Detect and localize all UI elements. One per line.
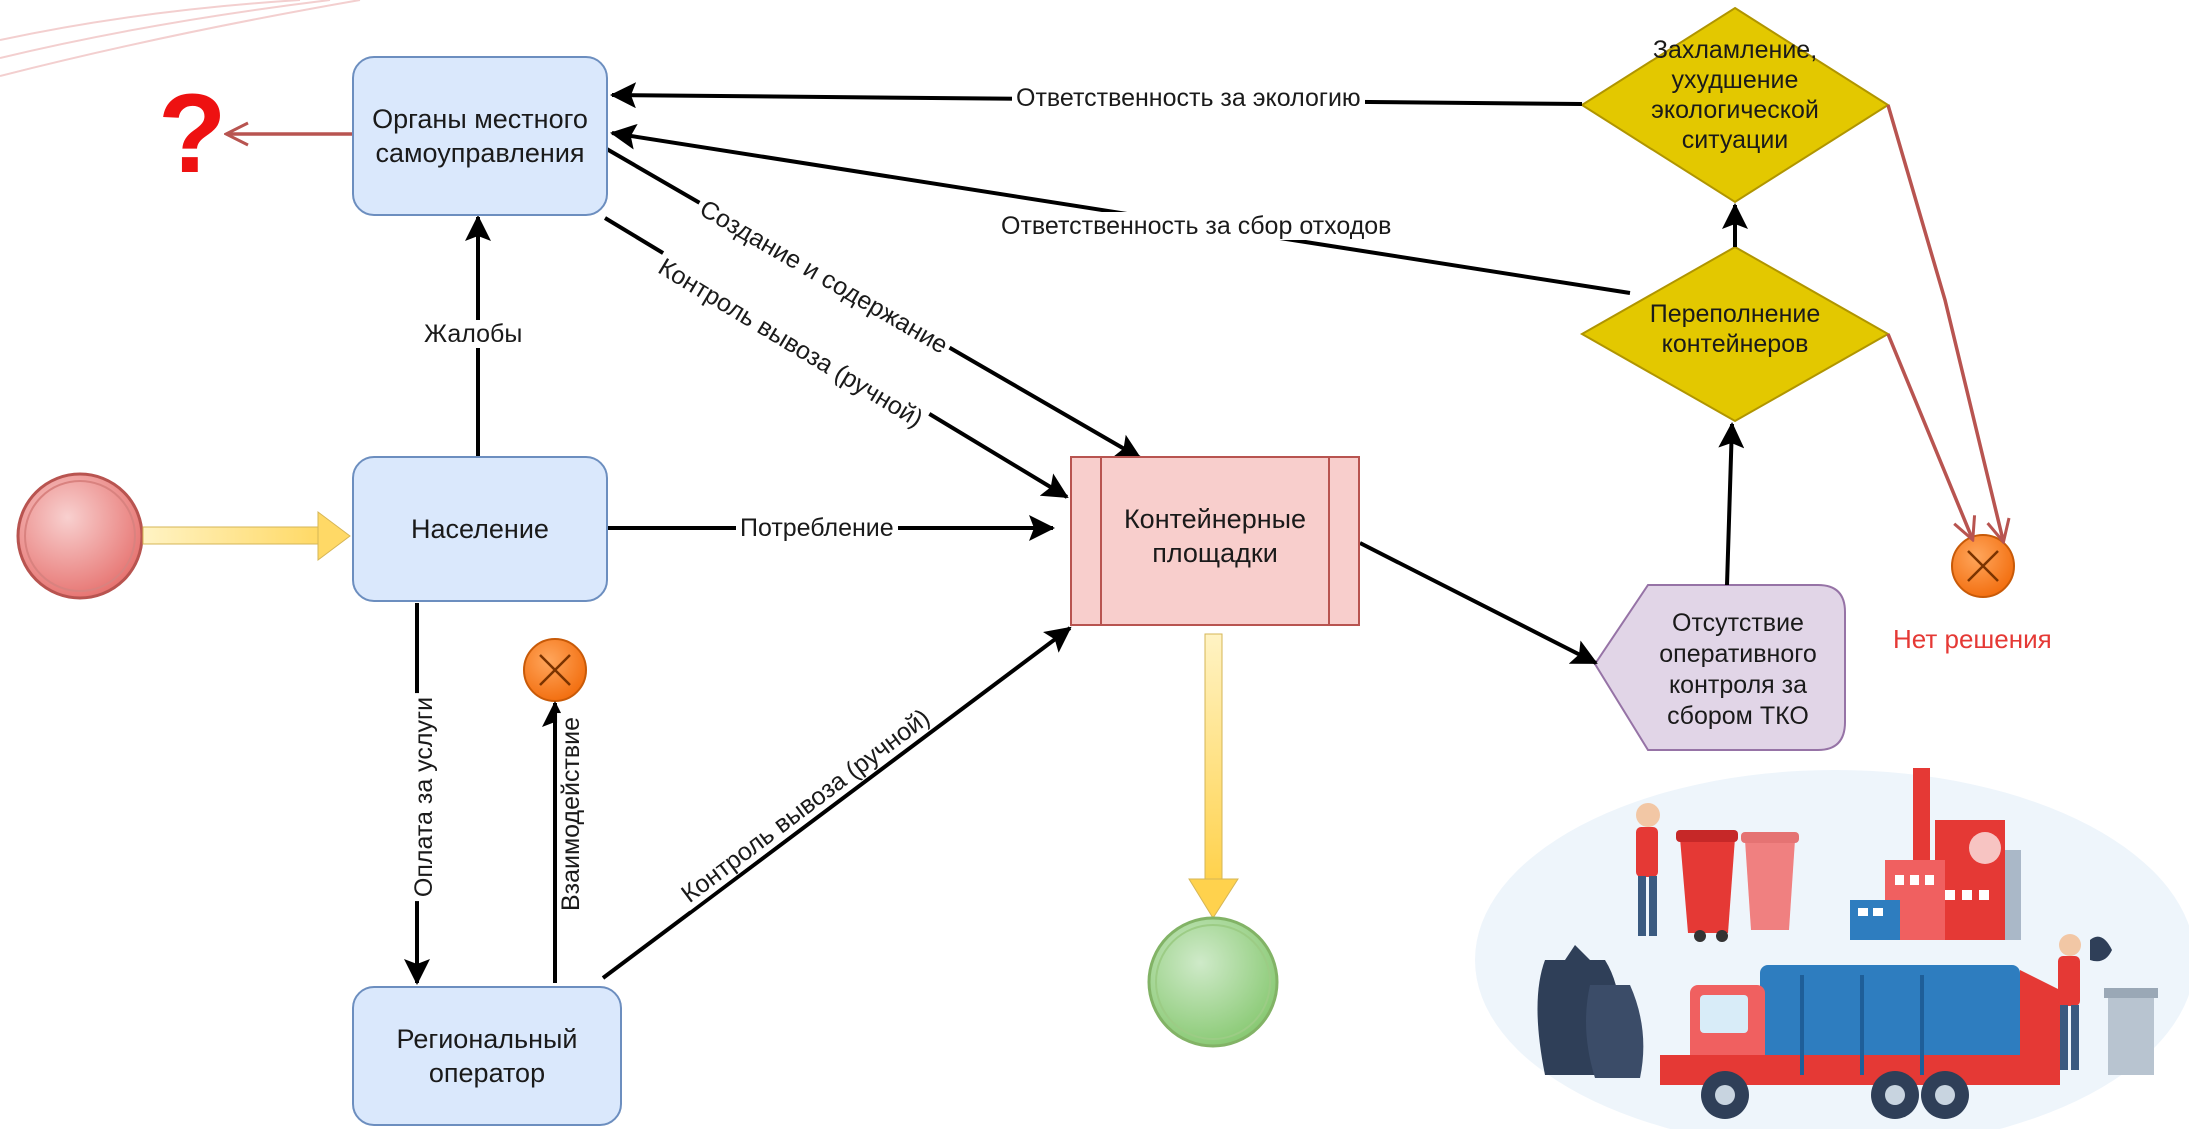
edge-label-waste-collection: Ответственность за сбор отходов	[997, 212, 1396, 240]
overflow-label[interactable]: Переполнение контейнеров	[1649, 300, 1821, 358]
no-solution-label: Нет решения	[1893, 624, 2052, 654]
garbage-truck-icon	[1660, 965, 2060, 1119]
decision-overflow	[1579, 245, 1891, 423]
edge-label-ecology: Ответственность за экологию	[1012, 84, 1365, 112]
edge-label-interaction: Взаимодействие	[557, 712, 586, 916]
pollution-label[interactable]: Захламление, ухудшение экологической сит…	[1651, 36, 1819, 154]
worker-with-bag-icon	[2058, 934, 2158, 1075]
container-sites-node[interactable]: Контейнерные площадки	[1070, 456, 1360, 626]
end-event	[1147, 916, 1279, 1048]
end-flow-arrow	[1188, 633, 1239, 919]
garbage-bags-icon	[1537, 945, 1644, 1078]
terminate-event-no-solution	[1951, 534, 2015, 598]
container-sites-label: Контейнерные площадки	[1123, 504, 1307, 568]
regional-operator-label: Региональный оператор	[396, 1024, 578, 1088]
local-government-node[interactable]: Органы местного самоуправления	[352, 56, 608, 216]
lack-control-label[interactable]: Отсутствие оперативного контроля за сбор…	[1659, 609, 1817, 730]
population-label: Население	[411, 514, 549, 544]
red-connectors	[228, 104, 2003, 540]
edge-label-consumption: Потребление	[736, 514, 898, 542]
edge-label-payment: Оплата за услуги	[410, 692, 439, 902]
worker-with-bins-icon	[1636, 803, 1799, 942]
decorative-arcs	[0, 0, 361, 77]
start-flow-arrow	[142, 511, 351, 561]
regional-operator-node[interactable]: Региональный оператор	[352, 986, 622, 1126]
start-event	[16, 472, 144, 600]
lack-control-shape	[1593, 584, 1846, 751]
local-government-label: Органы местного самоуправления	[372, 104, 588, 168]
factory-icon	[1850, 768, 2021, 940]
terminate-event-interaction	[523, 638, 587, 702]
waste-management-illustration	[1475, 768, 2189, 1129]
decision-pollution	[1580, 6, 1890, 204]
question-mark-icon: ?	[158, 71, 227, 196]
population-node[interactable]: Население	[352, 456, 608, 602]
edge-label-complaints: Жалобы	[420, 320, 527, 348]
